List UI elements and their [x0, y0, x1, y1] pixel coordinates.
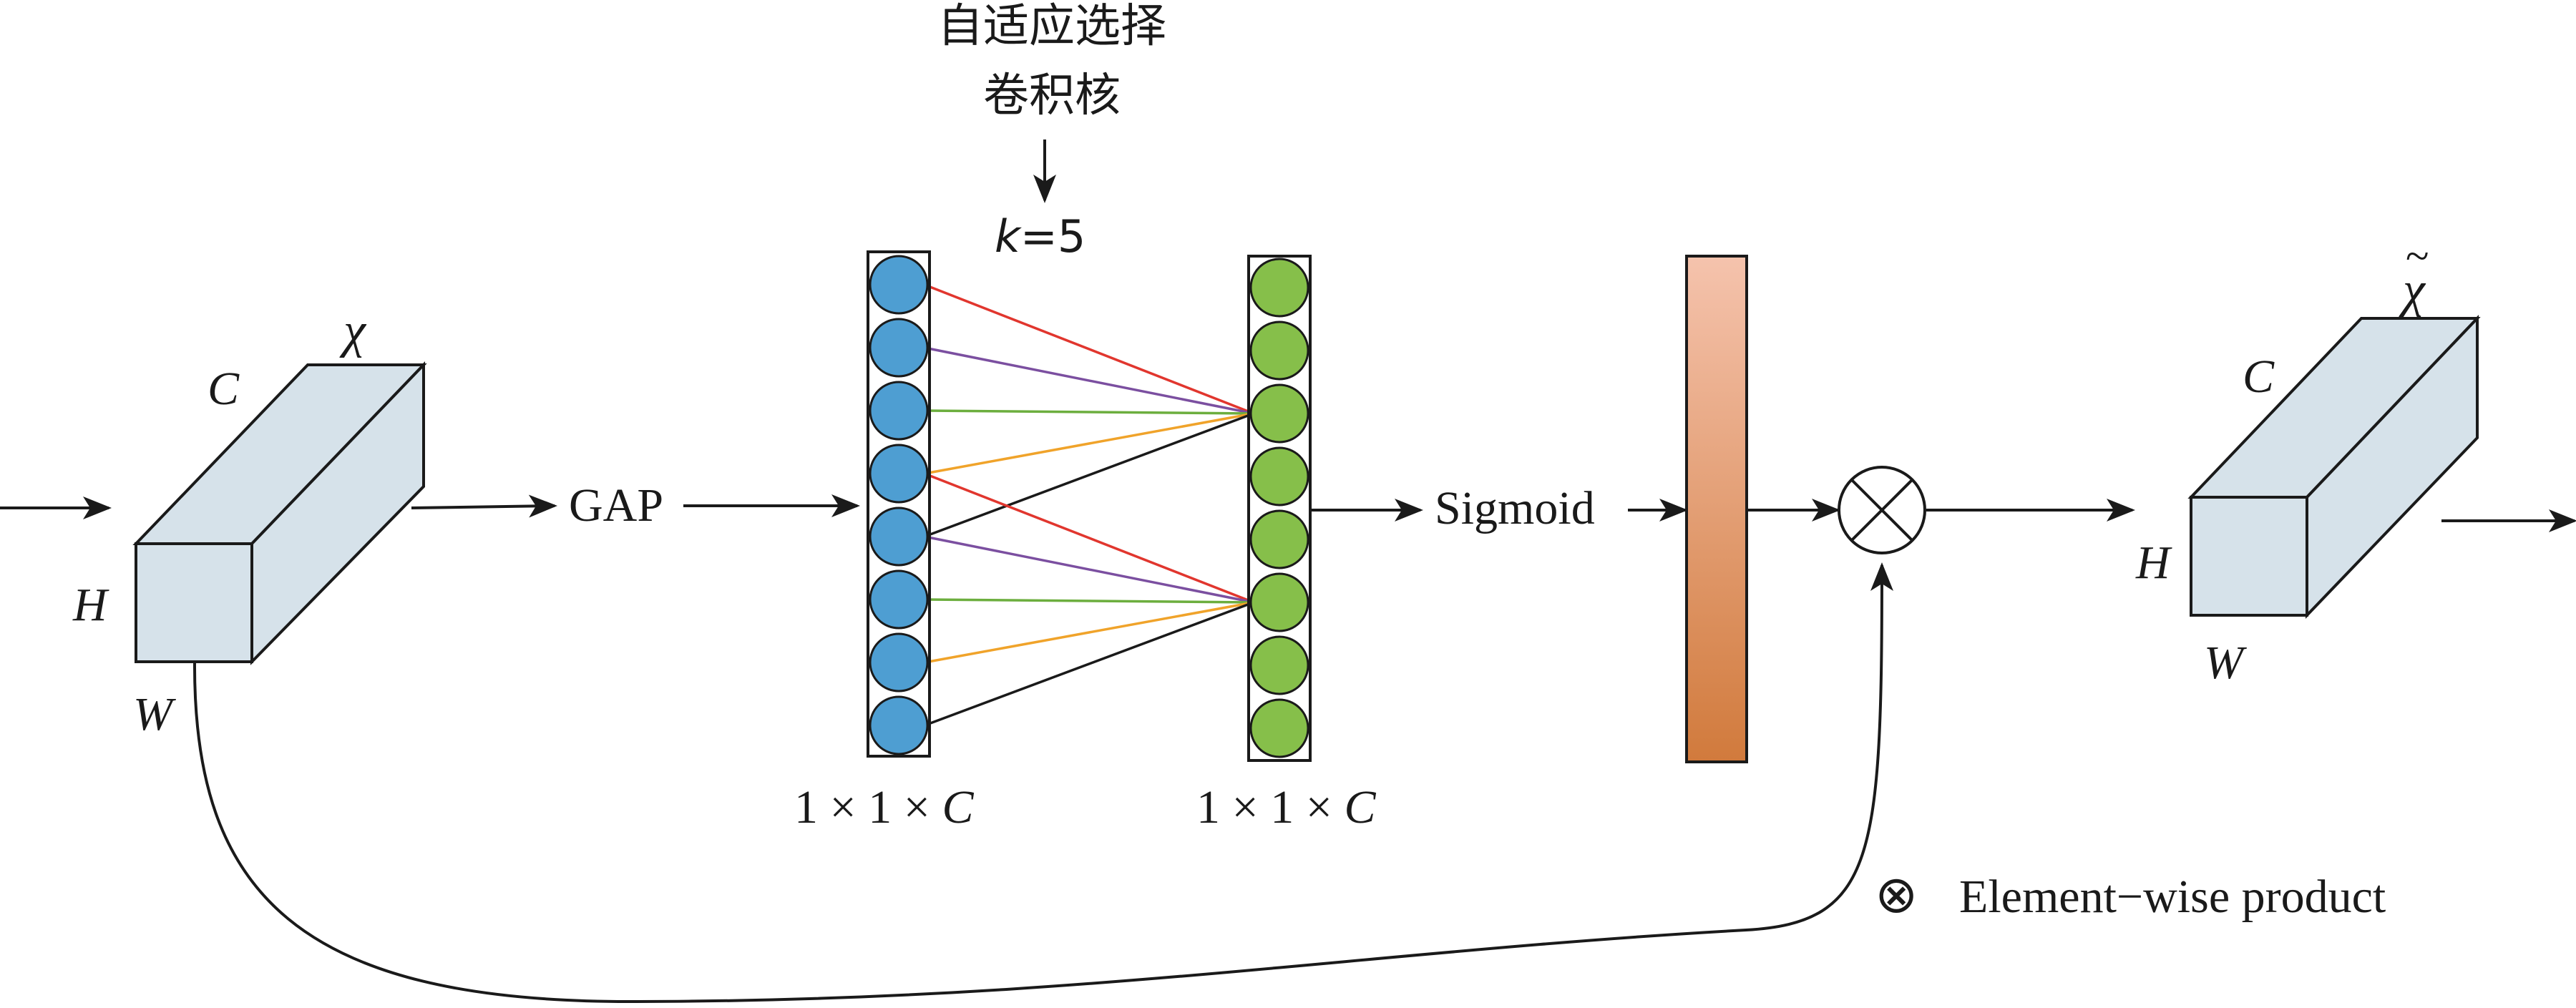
- left-node-1: [869, 255, 929, 315]
- right-channel-nodes: [1249, 258, 1309, 758]
- skip-connection-curve: [192, 562, 1893, 1004]
- right-channel-frame: [1247, 255, 1312, 762]
- kernel-k: k: [995, 210, 1022, 263]
- connection-2: [924, 346, 1254, 415]
- input-tensor-h-label: H: [72, 579, 109, 631]
- tensor-to-gap-arrow: [411, 494, 557, 518]
- connection-6: [924, 472, 1254, 604]
- input-tensor-chi-label: χ: [339, 303, 367, 358]
- left-node-5: [869, 507, 929, 567]
- legend-text: Element−wise product: [1959, 871, 2386, 923]
- left-node-3: [869, 381, 929, 441]
- output-tensor-front-face: [2190, 496, 2308, 617]
- adaptive-kernel-annotation-line2: 卷积核: [983, 69, 1121, 122]
- input-tensor-w-label: W: [133, 688, 176, 740]
- gap-label: GAP: [569, 479, 663, 532]
- kernel-connections: [924, 283, 1254, 727]
- right-node-4: [1249, 446, 1309, 507]
- input-tensor: [132, 361, 427, 665]
- sigmoid-label: Sigmoid: [1435, 482, 1595, 534]
- left-node-6: [869, 569, 929, 630]
- left-dimension-label: 1 × 1 × C: [794, 781, 974, 833]
- right-node-1: [1249, 258, 1309, 318]
- output-tensor-tilde-label: ~: [2406, 233, 2429, 280]
- left-node-2: [869, 318, 929, 378]
- left-channel-nodes: [869, 255, 929, 755]
- connection-1: [924, 283, 1254, 415]
- input-tensor-front-face: [135, 542, 253, 663]
- connection-9: [924, 601, 1254, 664]
- output-tensor-h-label: H: [2135, 537, 2172, 589]
- adaptive-kernel-annotation-line1: 自适应选择: [937, 0, 1166, 53]
- kernel-eq: =5: [1020, 210, 1085, 263]
- right-node-8: [1249, 698, 1309, 758]
- attention-weights-bar: [1685, 255, 1748, 763]
- output-tensor-chi-label: χ: [2399, 263, 2426, 318]
- right-node-6: [1249, 572, 1309, 632]
- right-node-2: [1249, 320, 1309, 381]
- right-dimension-label: 1 × 1 × C: [1196, 781, 1376, 833]
- connection-3: [924, 409, 1254, 415]
- right-node-5: [1249, 509, 1309, 569]
- left-channel-frame: [867, 250, 931, 758]
- connection-10: [924, 601, 1254, 727]
- input-tensor-c-label: C: [208, 363, 240, 415]
- kernel-size-label: k=5: [995, 210, 1085, 263]
- left-node-8: [869, 695, 929, 755]
- legend-product-icon: ⊗: [1875, 864, 1918, 924]
- right-node-7: [1249, 635, 1309, 695]
- output-tensor-c-label: C: [2243, 351, 2275, 403]
- connection-8: [924, 598, 1254, 604]
- legend: ⊗ Element−wise product: [1875, 864, 2386, 924]
- connection-7: [924, 535, 1254, 604]
- connection-4: [924, 412, 1254, 475]
- output-tensor: [2187, 314, 2481, 619]
- left-node-7: [869, 632, 929, 693]
- left-node-4: [869, 444, 929, 504]
- element-wise-product-icon: [1838, 466, 1926, 554]
- output-tensor-w-label: W: [2204, 637, 2247, 689]
- right-node-3: [1249, 383, 1309, 444]
- connection-5: [924, 412, 1254, 538]
